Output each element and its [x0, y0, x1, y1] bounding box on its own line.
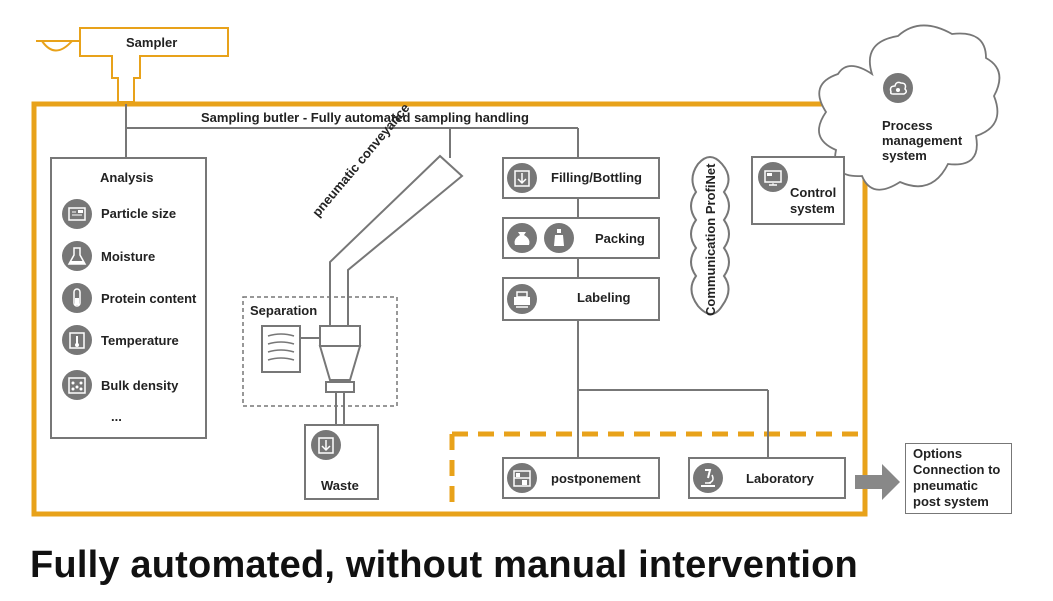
bottle-icon — [544, 223, 574, 253]
flask-icon — [62, 241, 92, 271]
options-line4: post system — [913, 494, 989, 509]
process-step-label: Labeling — [577, 290, 631, 305]
process-mgmt-line2: management — [882, 133, 963, 148]
control-label-1: Control — [790, 185, 837, 200]
particle-size-icon — [62, 199, 92, 229]
bulk-density-icon — [62, 370, 92, 400]
analysis-item-label: Moisture — [101, 249, 156, 264]
options-line3: pneumatic — [913, 478, 979, 493]
separation-frame — [242, 296, 398, 407]
options-box[interactable] — [905, 443, 1012, 514]
test-tube-icon — [62, 283, 92, 313]
butler-label: Sampling butler - Fully automated sampli… — [201, 110, 529, 125]
scoop-icon — [41, 40, 73, 52]
laboratory-label: Laboratory — [746, 471, 814, 486]
arrow-right-icon — [855, 464, 900, 500]
download-box-icon — [311, 430, 341, 460]
sampler-shape — [79, 27, 229, 103]
monitor-icon — [758, 162, 788, 192]
profinet-label: Communication ProfiNet — [703, 163, 718, 316]
sack-icon — [507, 223, 537, 253]
options-line1: Options — [913, 446, 963, 461]
cloud-gear-icon — [883, 73, 913, 103]
filter-icon — [261, 325, 301, 373]
process-mgmt-cloud — [818, 24, 1001, 191]
thermometer-icon — [62, 325, 92, 355]
butler-frame — [31, 101, 868, 517]
options-line2: Connection to — [913, 462, 1001, 477]
analysis-title: Analysis — [100, 170, 154, 185]
analysis-item-label: Particle size — [101, 206, 177, 221]
separation-label: Separation — [250, 303, 318, 318]
process-step-label: Packing — [595, 231, 645, 246]
cyclone-cone — [318, 345, 362, 381]
analysis-more: ... — [111, 409, 122, 424]
page-headline: Fully automated, without manual interven… — [30, 544, 858, 586]
waste-label: Waste — [321, 478, 359, 493]
download-box-icon — [507, 163, 537, 193]
profinet-cloud — [690, 156, 730, 315]
microscope-icon — [693, 463, 723, 493]
analysis-item-label: Bulk density — [101, 378, 179, 393]
process-step-label: Filling/Bottling — [551, 170, 642, 185]
process-mgmt-line1: Process — [882, 118, 933, 133]
analysis-item-label: Temperature — [101, 333, 179, 348]
sampler-label: Sampler — [126, 35, 178, 50]
printer-icon — [507, 284, 537, 314]
analysis-item-label: Protein content — [101, 291, 197, 306]
process-mgmt-line3: system — [882, 148, 927, 163]
control-label-2: system — [790, 201, 835, 216]
cyclone-top — [319, 325, 361, 347]
postponement-label: postponement — [551, 471, 641, 486]
shelf-icon — [507, 463, 537, 493]
